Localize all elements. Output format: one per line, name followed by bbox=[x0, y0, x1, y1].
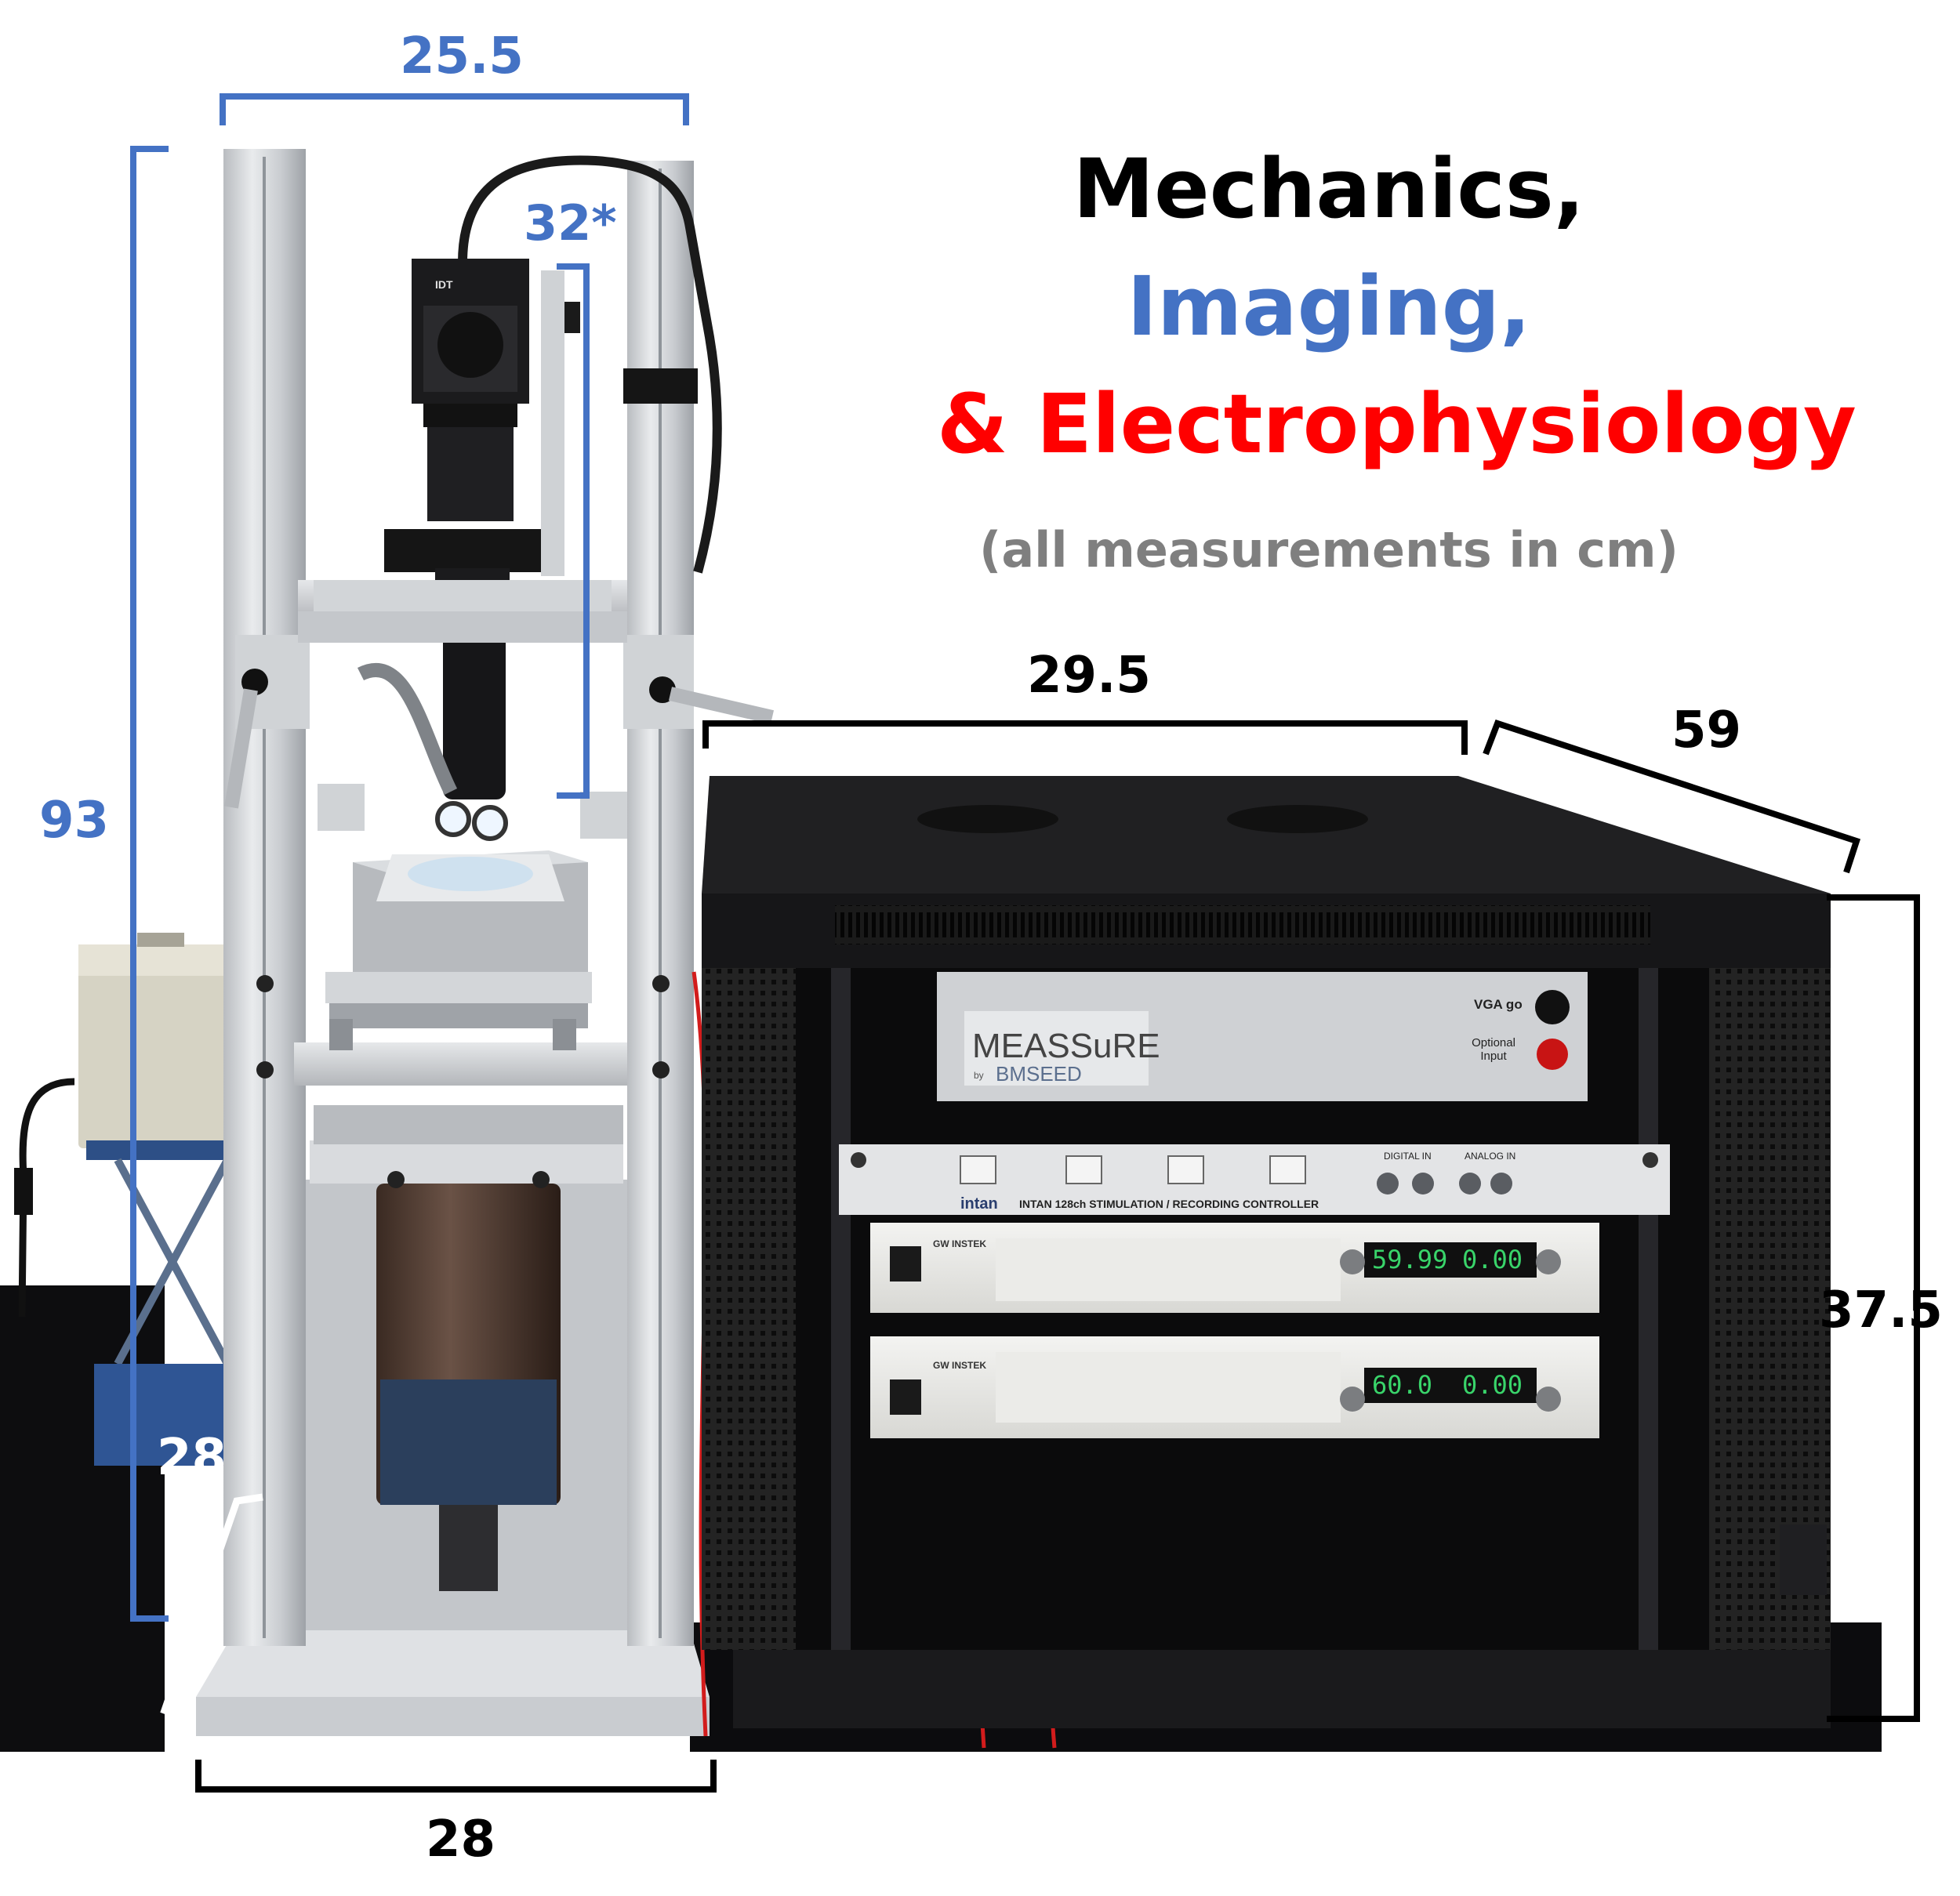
camera-assembly bbox=[298, 155, 722, 841]
psu1-brand: GW INSTEK bbox=[933, 1238, 986, 1249]
bracket-imaging-travel bbox=[557, 263, 590, 799]
intan-logo: intan bbox=[960, 1195, 998, 1213]
intan-controller bbox=[839, 1144, 1670, 1215]
mechanical-test-frame bbox=[196, 149, 775, 1736]
power-supply-1 bbox=[870, 1223, 1599, 1313]
meassure-logo-name: MEASSuRE bbox=[972, 1027, 1160, 1065]
label-rack-height: 37.5 bbox=[1819, 1282, 1943, 1340]
psu1-display bbox=[1364, 1242, 1537, 1278]
psu2-brand: GW INSTEK bbox=[933, 1360, 986, 1371]
camera-brand: IDT bbox=[435, 278, 453, 291]
title-electrophysiology: & Electrophysiology bbox=[937, 376, 1857, 472]
bracket-base-depth bbox=[160, 1493, 263, 1724]
bracket-base-width bbox=[195, 1760, 717, 1793]
psu1-display-left: 59.99 bbox=[1372, 1245, 1448, 1274]
label-imaging-travel: 32* bbox=[524, 194, 617, 252]
psu2-display-right: 0.00 bbox=[1462, 1370, 1523, 1400]
title-imaging: Imaging, bbox=[1127, 259, 1531, 354]
psu2-display-left: 60.0 bbox=[1372, 1370, 1433, 1400]
optional-input-label: Optional Input bbox=[1472, 1036, 1515, 1063]
psu1-display-right: 0.00 bbox=[1462, 1245, 1523, 1274]
label-rack-depth: 59 bbox=[1671, 701, 1742, 759]
vga-go-label: VGA go bbox=[1474, 997, 1523, 1012]
bracket-rack-height bbox=[1827, 894, 1920, 1722]
dimension-brackets bbox=[130, 93, 1920, 1793]
optional-input-button bbox=[1537, 1039, 1568, 1070]
meassure-controller bbox=[937, 972, 1588, 1101]
meassure-logo-by: by bbox=[974, 1070, 984, 1081]
bracket-frame-width bbox=[220, 93, 689, 125]
meassure-logo-brand: BMSEED bbox=[996, 1062, 1082, 1086]
vga-go-connector bbox=[1535, 990, 1570, 1024]
label-rack-width: 29.5 bbox=[1027, 647, 1151, 705]
power-supply-2 bbox=[870, 1336, 1599, 1438]
title-mechanics: Mechanics, bbox=[1073, 141, 1585, 237]
bench-top-left bbox=[0, 1285, 165, 1752]
bracket-frame-height bbox=[130, 146, 169, 1622]
bracket-rack-depth bbox=[1483, 720, 1861, 874]
title-units-note: (all measurements in cm) bbox=[978, 521, 1679, 578]
intan-title: INTAN 128ch STIMULATION / RECORDING CONT… bbox=[1019, 1198, 1319, 1210]
label-base-width: 28 bbox=[426, 1811, 496, 1869]
label-frame-height: 93 bbox=[39, 792, 110, 850]
label-base-depth: 28 bbox=[157, 1429, 227, 1487]
intan-digital-in-label: DIGITAL IN bbox=[1384, 1151, 1432, 1162]
psu2-display bbox=[1364, 1368, 1537, 1403]
bracket-rack-width bbox=[702, 720, 1468, 755]
light-source-box bbox=[14, 933, 239, 1318]
intan-analog-in-label: ANALOG IN bbox=[1465, 1151, 1516, 1162]
label-frame-width: 25.5 bbox=[400, 27, 524, 85]
